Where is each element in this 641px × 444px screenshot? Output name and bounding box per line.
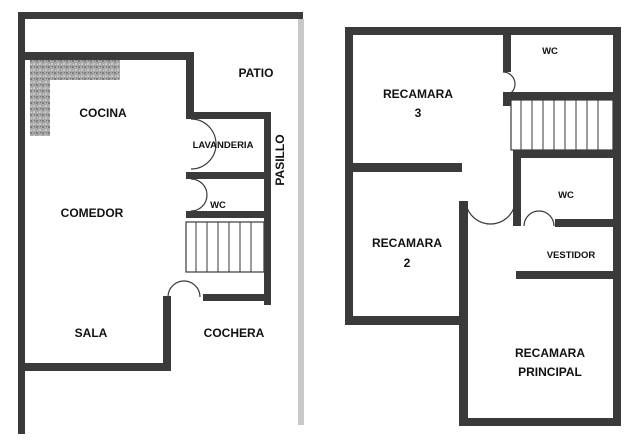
label-recamara-2-line2: 2 xyxy=(404,256,411,270)
label-wc-ground: WC xyxy=(210,200,226,211)
label-recamara-principal-line1: RECAMARA xyxy=(515,346,585,360)
door-swing-icon xyxy=(167,280,201,298)
label-wc-upper-mid: WC xyxy=(558,190,574,201)
kitchen-counter-icon xyxy=(30,60,120,80)
ground-floor-plan: COCINA COMEDOR SALA PATIO LAVANDERIA WC … xyxy=(18,12,304,434)
label-vestidor: VESTIDOR xyxy=(547,250,596,261)
label-wc-upper-top: WC xyxy=(542,46,558,57)
upper-floor-labels: RECAMARA 3 WC RECAMARA 2 WC VESTIDOR REC… xyxy=(372,46,595,379)
staircase-icon xyxy=(185,221,265,273)
label-recamara-3-line1: RECAMARA xyxy=(383,87,453,101)
ground-floor-doors xyxy=(167,118,217,298)
kitchen-counter-side xyxy=(30,60,50,136)
label-recamara-2-line1: RECAMARA xyxy=(372,236,442,250)
door-swing-icon xyxy=(465,203,516,225)
label-cocina: COCINA xyxy=(79,106,127,120)
label-recamara-principal-line2: PRINCIPAL xyxy=(518,365,582,379)
ground-floor-walls xyxy=(18,12,304,434)
label-sala: SALA xyxy=(75,326,108,340)
staircase-icon xyxy=(510,99,614,151)
door-swing-icon xyxy=(190,118,217,170)
door-swing-icon xyxy=(523,210,555,227)
label-comedor: COMEDOR xyxy=(61,206,124,220)
upper-floor-doors xyxy=(465,71,555,227)
label-pasillo: PASILLO xyxy=(273,134,287,185)
label-patio: PATIO xyxy=(239,66,274,80)
ground-floor-labels: COCINA COMEDOR SALA PATIO LAVANDERIA WC … xyxy=(61,66,287,340)
upper-floor-walls xyxy=(345,27,621,426)
upper-floor-plan: RECAMARA 3 WC RECAMARA 2 WC VESTIDOR REC… xyxy=(345,27,621,426)
label-cochera: COCHERA xyxy=(204,326,265,340)
door-swing-icon xyxy=(190,178,208,212)
door-swing-icon xyxy=(502,71,516,97)
label-recamara-3-line2: 3 xyxy=(415,106,422,120)
label-lavanderia: LAVANDERIA xyxy=(193,140,254,151)
